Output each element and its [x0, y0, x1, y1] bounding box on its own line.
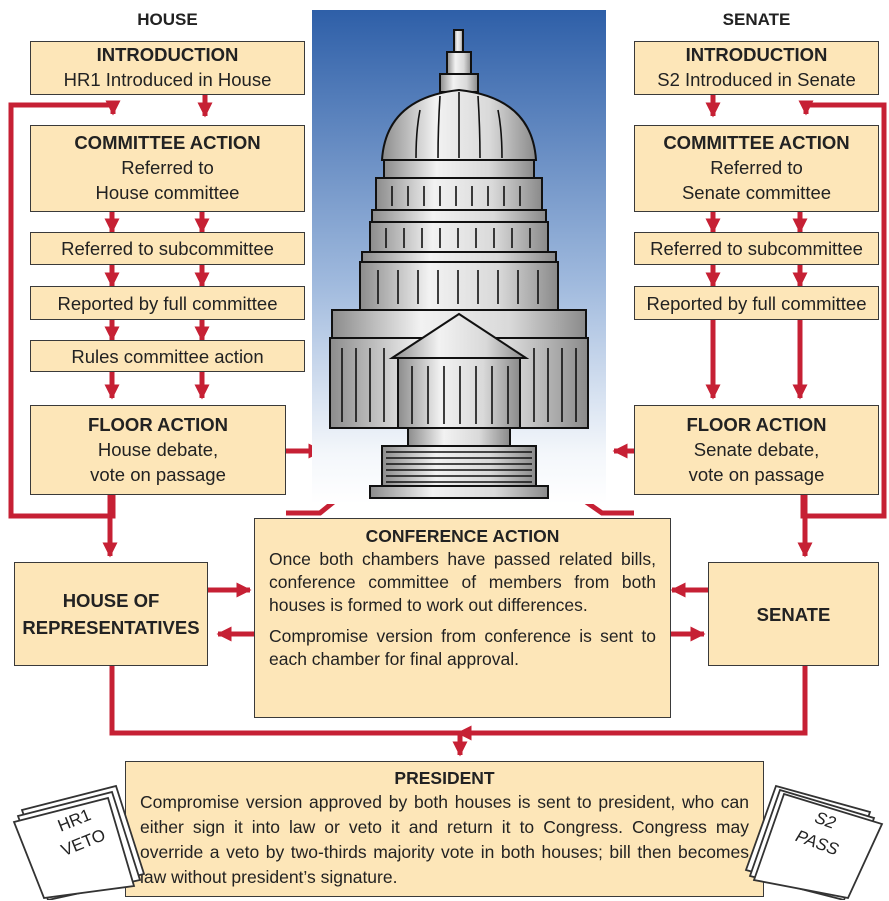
senate-introduction-title: INTRODUCTION [685, 44, 828, 65]
senate-committee-line2: Senate committee [681, 182, 832, 203]
senate-subcommittee-box: Referred to subcommittee [634, 232, 879, 265]
senate-introduction-box: INTRODUCTION S2 Introduced in Senate [634, 41, 879, 95]
house-rules-box: Rules committee action [30, 340, 305, 372]
president-box: PRESIDENT Compromise version approved by… [125, 761, 764, 897]
conference-action-box: CONFERENCE ACTION Once both chambers hav… [254, 518, 671, 718]
conference-paragraph-1: Once both chambers have passed related b… [269, 549, 656, 615]
house-of-representatives-box: HOUSE OF REPRESENTATIVES [14, 562, 208, 666]
senate-committee-line1: Referred to [710, 157, 803, 178]
document-stack-icon [744, 784, 884, 900]
senate-committee-box: COMMITTEE ACTION Referred to Senate comm… [634, 125, 879, 212]
house-chamber-line1: HOUSE OF [62, 590, 160, 611]
house-introduction-box: INTRODUCTION HR1 Introduced in House [30, 41, 305, 95]
house-floor-line2: vote on passage [90, 464, 226, 485]
senate-introduction-text: S2 Introduced in Senate [657, 69, 856, 90]
capitol-building-icon [312, 10, 606, 504]
house-rules-text: Rules committee action [71, 345, 264, 367]
conference-title: CONFERENCE ACTION [365, 526, 560, 546]
house-subcommittee-text: Referred to subcommittee [61, 238, 274, 259]
president-text: Compromise version approved by both hous… [140, 792, 749, 887]
house-committee-line2: House committee [95, 182, 240, 203]
document-stack-icon [12, 784, 146, 900]
house-floor-line1: House debate, [97, 439, 219, 460]
senate-heading: SENATE [722, 10, 791, 29]
senate-reported-box: Reported by full committee [634, 286, 879, 320]
senate-committee-title: COMMITTEE ACTION [663, 132, 850, 153]
house-subcommittee-box: Referred to subcommittee [30, 232, 305, 265]
senate-floor-title: FLOOR ACTION [686, 414, 827, 435]
senate-box: SENATE [708, 562, 879, 666]
house-introduction-title: INTRODUCTION [96, 44, 239, 65]
senate-floor-line2: vote on passage [688, 464, 825, 485]
house-committee-title: COMMITTEE ACTION [74, 132, 261, 153]
house-introduction-text: HR1 Introduced in House [63, 69, 272, 90]
house-floor-title: FLOOR ACTION [87, 414, 229, 435]
house-committee-box: COMMITTEE ACTION Referred to House commi… [30, 125, 305, 212]
house-heading: HOUSE [137, 10, 198, 29]
senate-reported-text: Reported by full committee [646, 292, 867, 314]
house-reported-text: Reported by full committee [57, 292, 278, 314]
house-floor-box: FLOOR ACTION House debate, vote on passa… [30, 405, 286, 495]
house-reported-box: Reported by full committee [30, 286, 305, 320]
house-committee-line1: Referred to [121, 157, 214, 178]
house-chamber-line2: REPRESENTATIVES [22, 617, 200, 638]
senate-subcommittee-text: Referred to subcommittee [650, 238, 863, 259]
senate-floor-line1: Senate debate, [693, 439, 820, 460]
senate-chamber-label: SENATE [756, 603, 831, 625]
conference-paragraph-2: Compromise version from conference is se… [269, 626, 656, 669]
senate-floor-box: FLOOR ACTION Senate debate, vote on pass… [634, 405, 879, 495]
president-title: PRESIDENT [394, 768, 495, 788]
